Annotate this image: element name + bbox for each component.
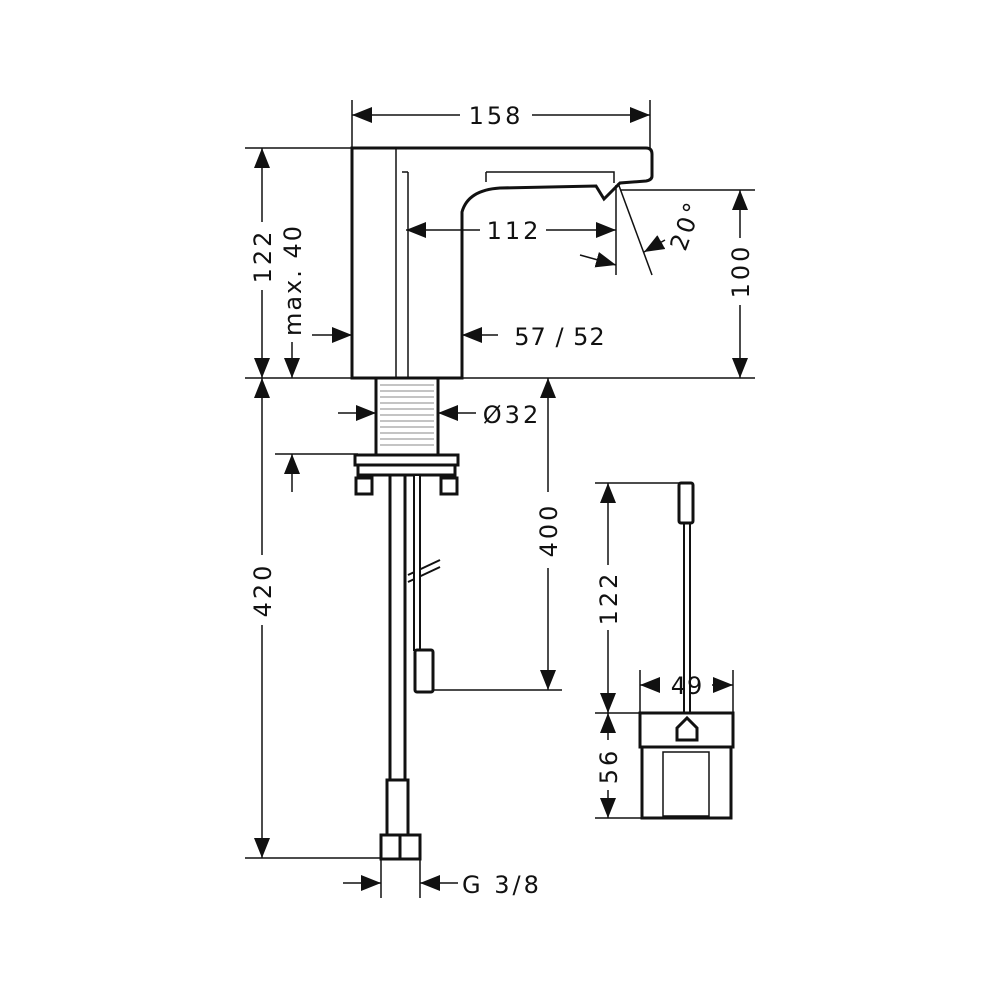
dim-box-height: 56 <box>595 748 623 785</box>
mounting-plate <box>353 453 460 496</box>
dim-body-height: 122 <box>249 229 277 284</box>
dim-cable-length: 400 <box>535 503 563 558</box>
dim-spout-height: 100 <box>727 244 755 299</box>
sensor-cable <box>413 474 435 694</box>
dim-spout-angle: 20° <box>665 196 709 254</box>
dimensions: 158 112 20° 122 max. 40 57 / 52 100 <box>245 100 755 899</box>
dim-width-top: 158 <box>469 102 524 130</box>
dim-spout-reach: 112 <box>487 217 542 245</box>
supply-hose <box>379 473 441 861</box>
dim-hose-length: 420 <box>249 563 277 618</box>
dim-box-cable: 122 <box>595 571 623 626</box>
threaded-shank <box>374 376 440 457</box>
faucet-body <box>350 146 654 380</box>
dim-connection: G 3/8 <box>462 871 542 899</box>
control-box <box>638 481 735 820</box>
dim-max-deck: max. 40 <box>279 224 307 336</box>
dim-body-depth: 57 / 52 <box>514 323 605 351</box>
dim-box-width: 49 <box>671 672 704 700</box>
dim-shank-diameter: Ø32 <box>483 401 541 429</box>
